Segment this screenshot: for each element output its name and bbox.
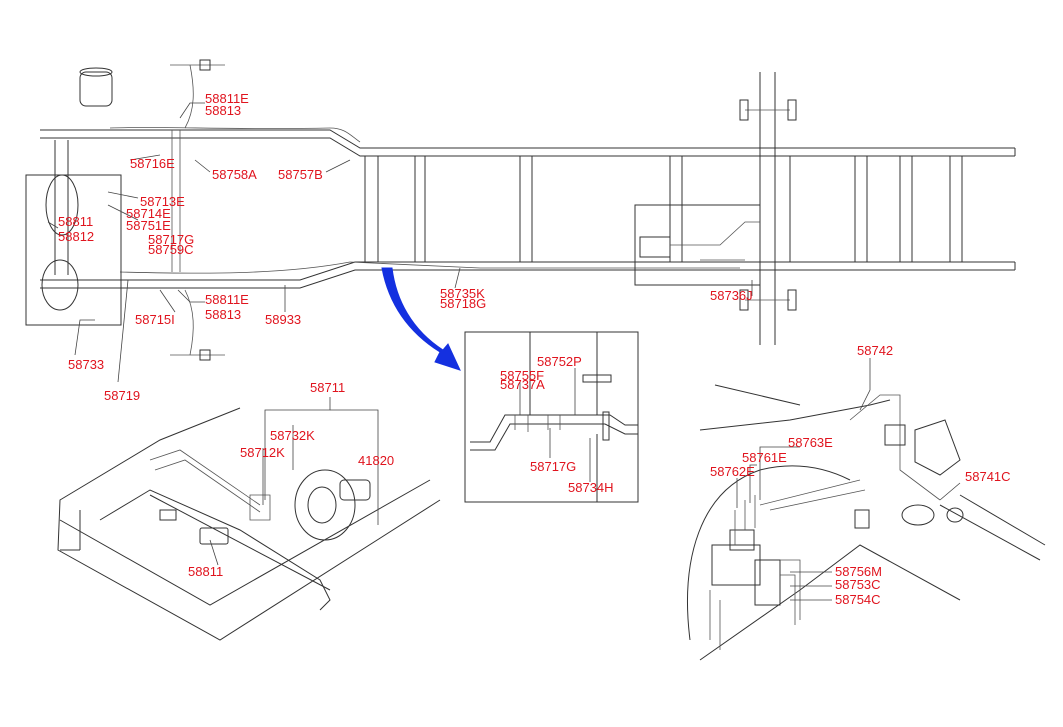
label-58813-upper[interactable]: 58813 (205, 103, 241, 118)
center-detail-box (464, 331, 639, 503)
label-58716E[interactable]: 58716E (130, 156, 175, 171)
label-58813-lower[interactable]: 58813 (205, 307, 241, 322)
label-58754C[interactable]: 58754C (835, 592, 881, 607)
label-58755F[interactable]: 58755F (500, 368, 544, 383)
label-58758A[interactable]: 58758A (212, 167, 257, 182)
label-58733[interactable]: 58733 (68, 357, 104, 372)
chassis-frame (25, 59, 1016, 361)
label-58712K[interactable]: 58712K (240, 445, 285, 460)
label-58741C[interactable]: 58741C (965, 469, 1011, 484)
label-58811E-lower[interactable]: 58811E (205, 292, 249, 307)
label-58811-upper[interactable]: 58811 (58, 214, 93, 229)
label-58714E[interactable]: 58714E (126, 206, 171, 221)
part-labels: 58811E 58813 58716E 58758A 58757B 58713E… (58, 91, 1011, 607)
label-58752P[interactable]: 58752P (537, 354, 582, 369)
leader-lines (47, 102, 961, 601)
label-58763E[interactable]: 58763E (788, 435, 833, 450)
label-58762E[interactable]: 58762E (710, 464, 755, 479)
abs-detail (687, 384, 1046, 661)
label-58812[interactable]: 58812 (58, 229, 94, 244)
label-58711[interactable]: 58711 (310, 380, 345, 395)
label-58718G[interactable]: 58718G (440, 296, 486, 311)
label-41820[interactable]: 41820 (358, 453, 394, 468)
label-58933[interactable]: 58933 (265, 312, 301, 327)
label-58759C[interactable]: 58759C (148, 242, 194, 257)
label-58757B[interactable]: 58757B (278, 167, 323, 182)
detail-pointer-arrow (381, 267, 461, 371)
label-58713E[interactable]: 58713E (140, 194, 185, 209)
label-58737A[interactable]: 58737A (500, 377, 545, 392)
label-58751E[interactable]: 58751E (126, 218, 171, 233)
label-58753C[interactable]: 58753C (835, 577, 881, 592)
label-58761E[interactable]: 58761E (742, 450, 787, 465)
label-58734H[interactable]: 58734H (568, 480, 614, 495)
label-58717G-upper[interactable]: 58717G (148, 232, 194, 247)
label-58811E-upper[interactable]: 58811E (205, 91, 249, 106)
label-58715I[interactable]: 58715I (135, 312, 175, 327)
label-58717G-lower[interactable]: 58717G (530, 459, 576, 474)
label-58732K[interactable]: 58732K (270, 428, 315, 443)
label-58736J[interactable]: 58736J (710, 288, 753, 303)
label-58742[interactable]: 58742 (857, 343, 893, 358)
label-58735K[interactable]: 58735K (440, 286, 485, 301)
booster-detail (57, 407, 441, 641)
label-58719[interactable]: 58719 (104, 388, 140, 403)
label-58756M[interactable]: 58756M (835, 564, 882, 579)
label-58811-lower[interactable]: 58811 (188, 564, 223, 579)
